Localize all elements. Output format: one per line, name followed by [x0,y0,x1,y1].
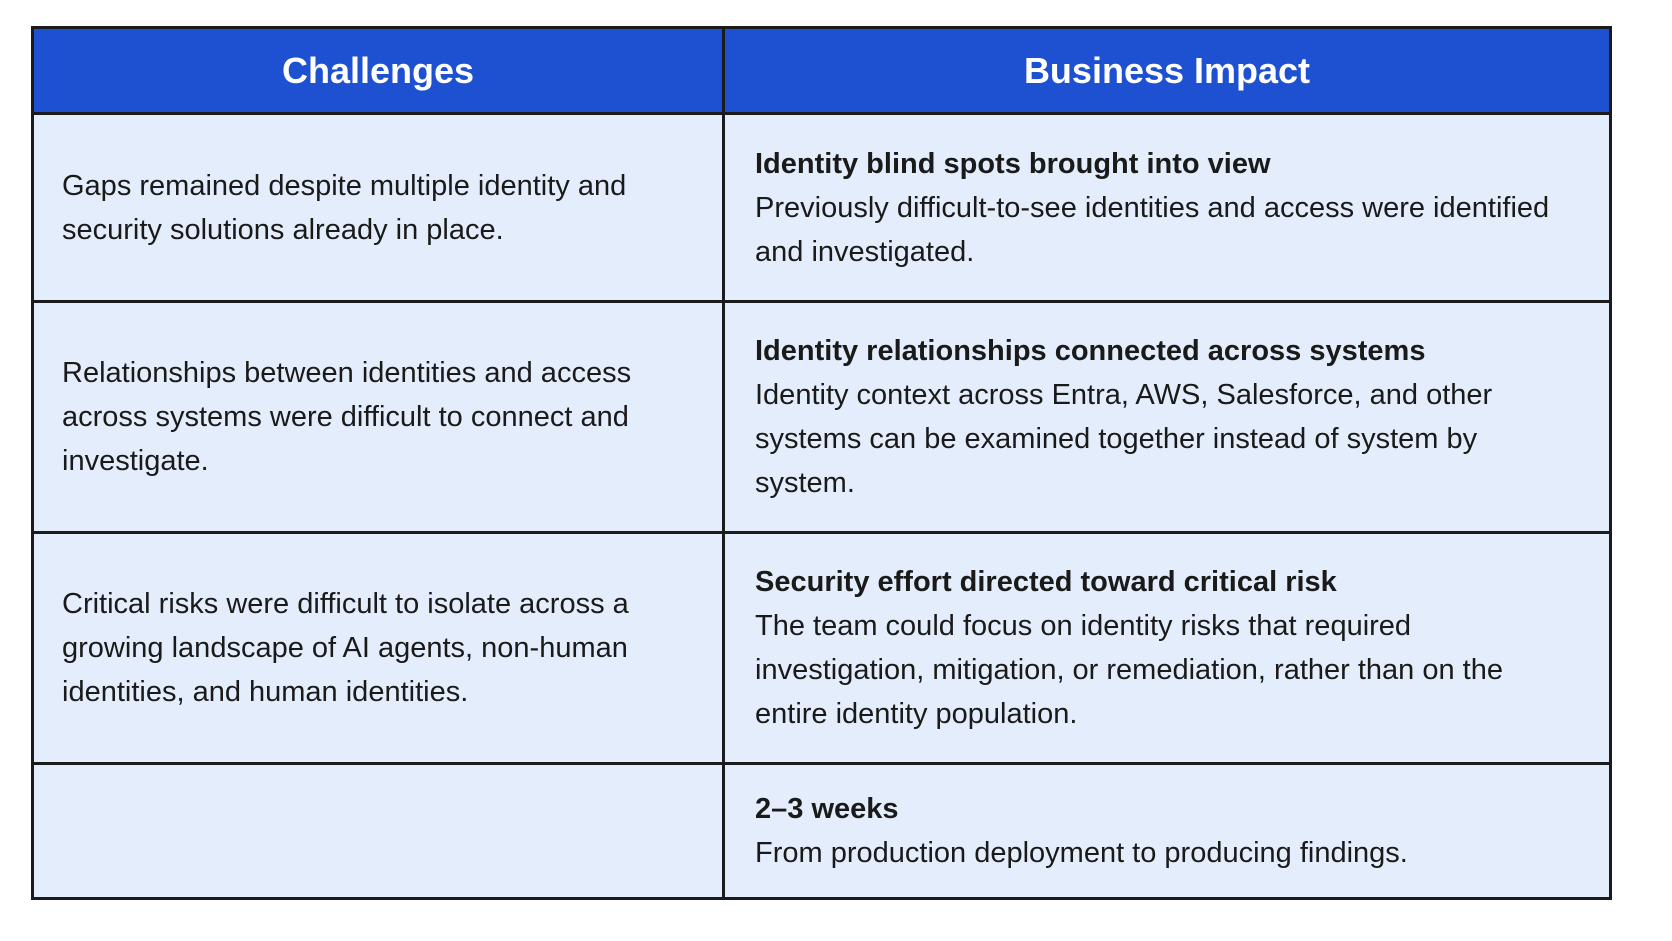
impact-title: Identity relationships connected across … [755,335,1426,367]
impact-title: Identity blind spots brought into view [755,147,1271,180]
challenge-cell: Gaps remained despite multiple identity … [31,112,725,303]
header-business-impact: Business Impact [722,26,1612,115]
challenge-cell: Critical risks were difficult to isolate… [31,531,725,765]
impact-cell: 2–3 weeks From production deployment to … [722,762,1612,900]
table-row: Gaps remained despite multiple identity … [31,112,1612,303]
header-challenges: Challenges [31,26,725,115]
challenge-cell: Relationships between identities and acc… [31,300,725,534]
impact-text: Previously difficult-to-see identities a… [755,191,1550,268]
table-row: 2–3 weeks From production deployment to … [31,762,1612,900]
impact-text: From production deployment to producing … [755,837,1408,869]
table-row: Relationships between identities and acc… [31,300,1612,534]
impact-title: 2–3 weeks [755,793,899,825]
impact-text: The team could focus on identity risks t… [755,610,1503,730]
impact-cell: Security effort directed toward critical… [722,531,1612,765]
impact-title: Security effort directed toward critical… [755,566,1337,598]
impact-text: Identity context across Entra, AWS, Sale… [755,379,1493,499]
impact-cell: Identity blind spots brought into view P… [722,112,1612,303]
impact-cell: Identity relationships connected across … [722,300,1612,534]
challenges-impact-table: Challenges Business Impact Gaps remained… [31,26,1612,900]
challenge-cell-empty [31,762,725,900]
table-header-row: Challenges Business Impact [31,26,1612,115]
table-row: Critical risks were difficult to isolate… [31,531,1612,765]
